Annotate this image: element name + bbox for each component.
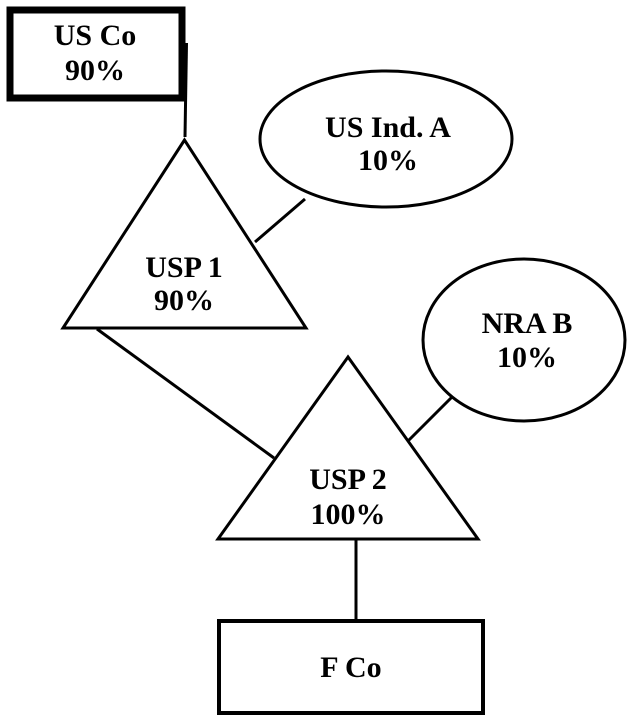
us-ind-a-label: US Ind. A	[325, 111, 451, 144]
nra-b-label: NRA B	[482, 307, 573, 340]
usp2-label: USP 2	[309, 463, 387, 496]
usp1-label: USP 1	[145, 251, 223, 284]
usp1-percent: 90%	[154, 284, 214, 317]
us-co-label: US Co	[54, 19, 137, 52]
edge-usp1-to-usp2	[96, 327, 275, 460]
edge-nrab-to-usp2	[406, 393, 456, 443]
us-co-percent: 90%	[65, 54, 125, 87]
node-usp1-triangle	[60, 137, 309, 330]
edge-usco-to-usp1	[183, 42, 188, 138]
f-co-label: F Co	[320, 651, 381, 684]
node-us-ind-a-ellipse	[258, 69, 514, 209]
usp2-percent: 100%	[311, 498, 386, 531]
edge-usinda-to-usp1	[254, 197, 306, 244]
node-f-co-rectangle	[217, 619, 485, 715]
node-us-co-rectangle	[6, 6, 186, 102]
us-ind-a-percent: 10%	[358, 144, 418, 177]
node-usp2-triangle	[215, 354, 481, 541]
node-nra-b-ellipse	[421, 257, 627, 423]
nra-b-percent: 10%	[497, 341, 557, 374]
